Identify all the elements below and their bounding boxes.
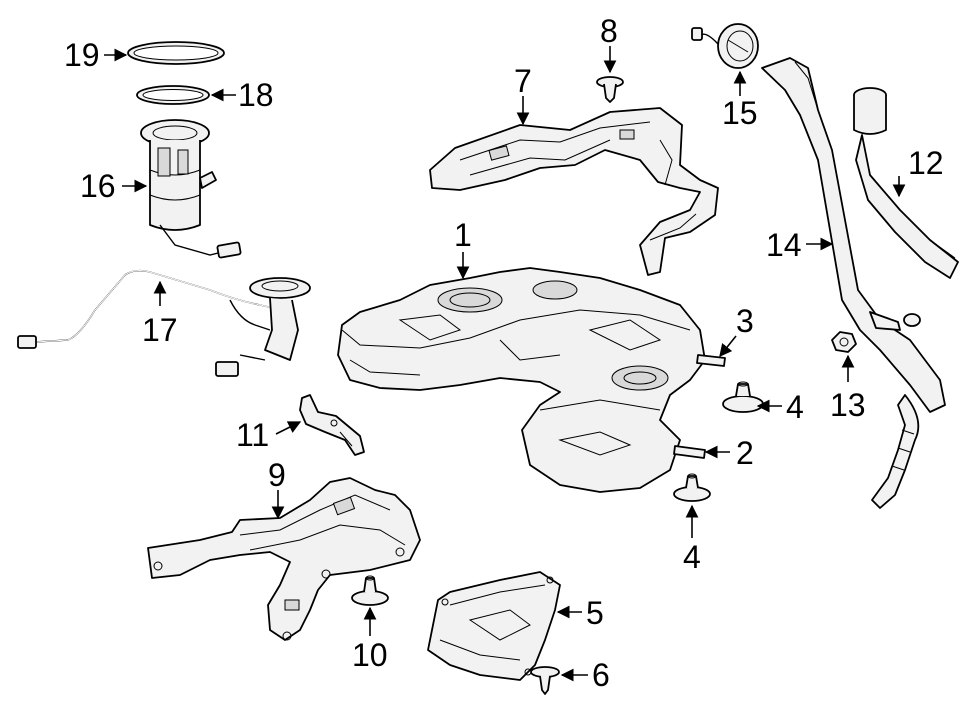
push-pin-part-10	[351, 575, 389, 606]
callout-4a: 4	[786, 389, 804, 425]
callout-15: 15	[722, 95, 758, 131]
fuel-cap-part-15	[691, 23, 759, 69]
callout-9: 9	[268, 457, 286, 493]
tank-strap-part-3	[696, 354, 726, 367]
push-pin-part-8	[596, 76, 624, 103]
callout-12: 12	[908, 145, 944, 181]
callout-18: 18	[238, 77, 274, 113]
callout-19: 19	[64, 37, 100, 73]
callout-3: 3	[736, 303, 754, 339]
fuel-pump-module-part-16	[140, 119, 242, 259]
callout-11: 11	[236, 417, 269, 453]
callout-2: 2	[736, 435, 754, 471]
callout-7: 7	[514, 63, 532, 99]
seal-ring-part-19	[127, 41, 225, 65]
leader-lines	[104, 46, 906, 682]
lower-heat-shield-part-9	[147, 477, 421, 641]
callout-5: 5	[586, 595, 604, 631]
fuel-line-assembly-part-17	[17, 269, 311, 377]
callout-6: 6	[592, 657, 610, 693]
fuel-tank-part-1	[337, 267, 706, 493]
lock-ring-part-18	[136, 85, 210, 105]
push-pin-part-6	[530, 666, 560, 695]
callout-labels: 19 18 16 17 7 8 15 12 14 13 1 3 2 4 4 11…	[64, 13, 944, 693]
callout-4b: 4	[683, 539, 701, 575]
callout-17: 17	[142, 312, 178, 348]
callout-10: 10	[352, 637, 388, 673]
callout-13: 13	[830, 387, 866, 423]
nut-part-13	[831, 331, 857, 353]
tank-strap-part-2	[673, 445, 706, 459]
callout-14: 14	[766, 227, 802, 263]
callout-16: 16	[80, 168, 116, 204]
splash-shield-part-5	[427, 571, 561, 681]
bracket-part-11	[299, 394, 365, 456]
heat-shield-part-7	[429, 107, 719, 276]
callout-1: 1	[454, 217, 472, 253]
filler-tube-part-14	[761, 57, 946, 509]
push-pin-part-4b	[673, 473, 711, 502]
push-pin-part-4a	[722, 381, 764, 413]
vent-hose-part-12	[853, 87, 959, 279]
callout-8: 8	[600, 13, 618, 49]
